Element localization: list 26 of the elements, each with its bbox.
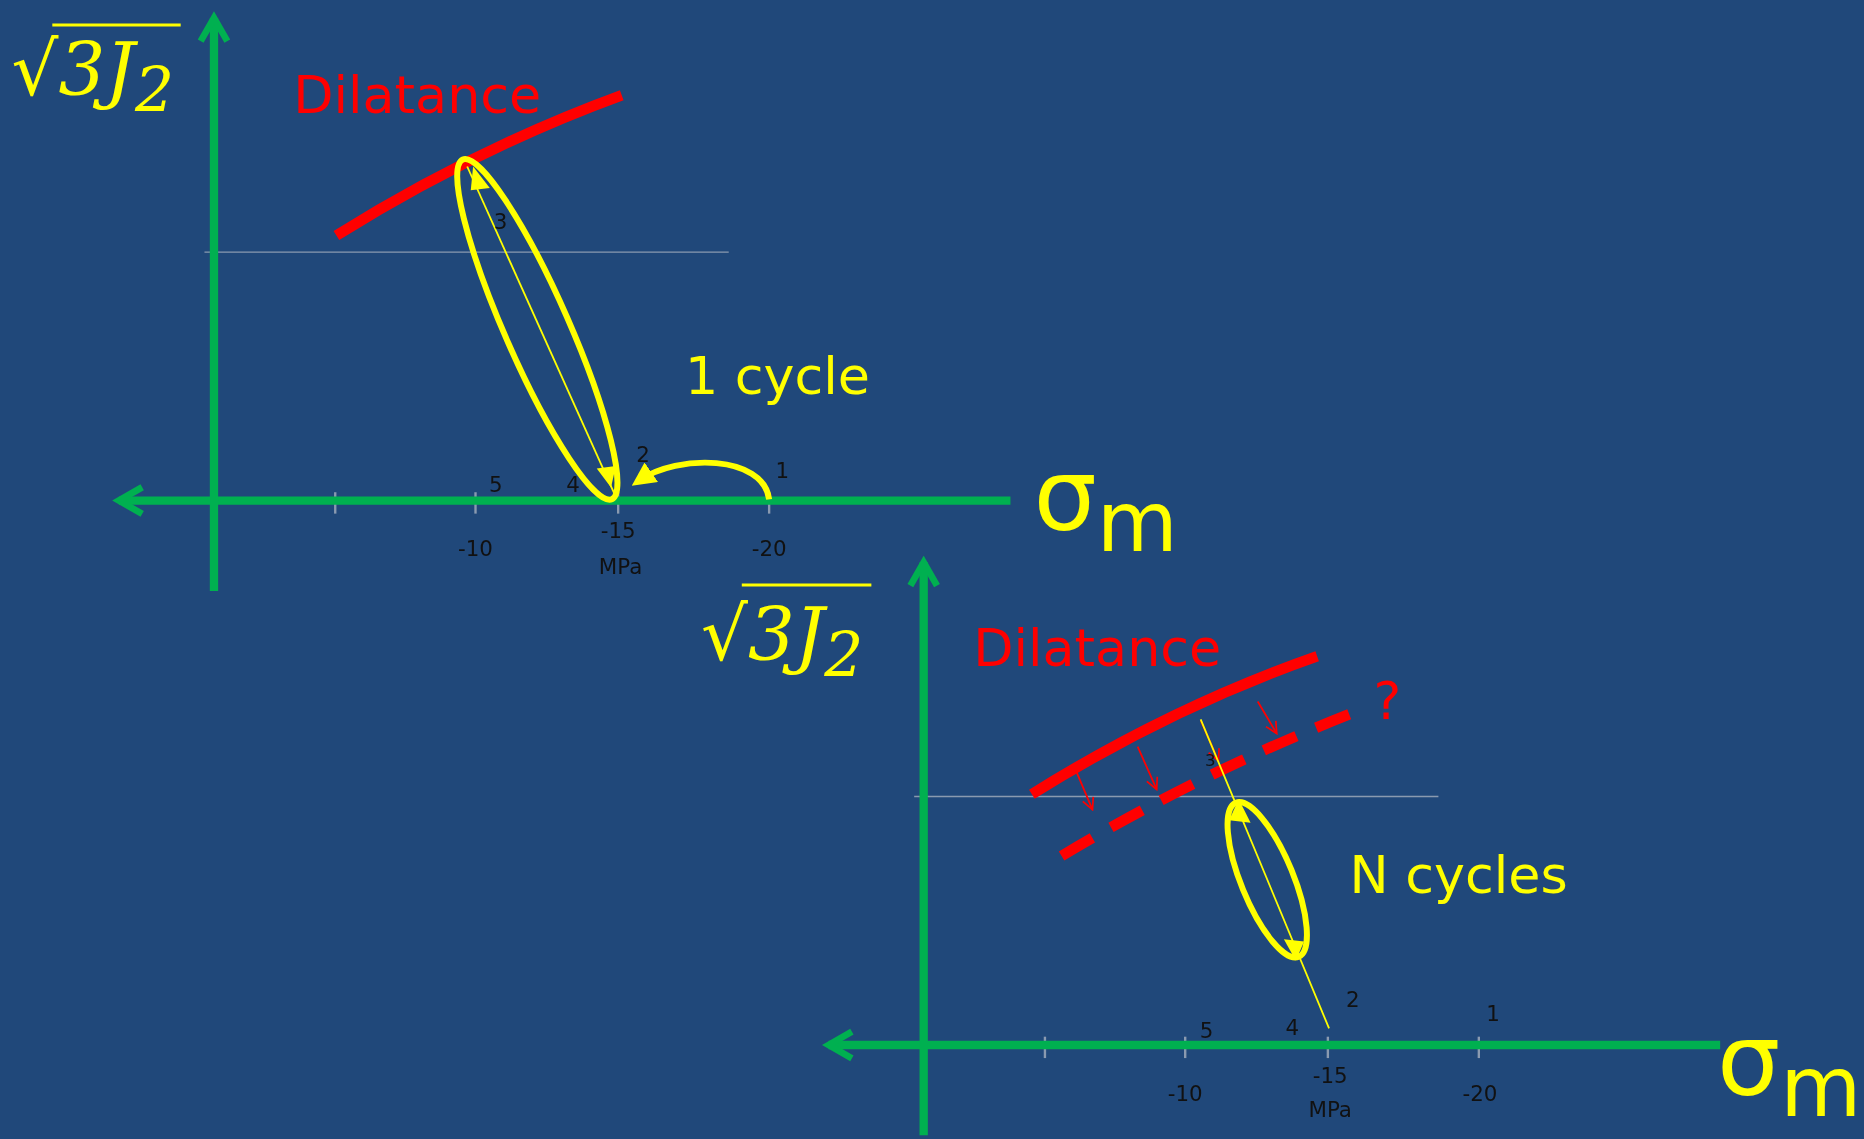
point-number: 1 <box>775 460 789 482</box>
annotation-text: N cycles <box>1349 848 1568 902</box>
curve-label: Dilatance <box>973 621 1222 675</box>
tick-label: -15 <box>600 520 636 543</box>
axis-label: σ$_{m}$ <box>1716 1010 1862 1129</box>
point-number: 4 <box>1285 1017 1299 1039</box>
point-number: 1 <box>1486 1003 1500 1025</box>
question-mark: ? <box>1373 675 1402 728</box>
axis-label: √3J$_{2}$ <box>11 33 174 121</box>
tick-label: -10 <box>458 538 493 560</box>
tick-label: -20 <box>751 538 787 560</box>
tick-label: -10 <box>1167 1083 1203 1105</box>
point-number: 2 <box>636 444 650 466</box>
axis-label: √3J$_{2}$ <box>700 598 864 686</box>
point-number: 3 <box>1204 752 1216 770</box>
tick-label: -20 <box>1462 1083 1498 1105</box>
axis-label: σ$_{m}$ <box>1033 446 1178 565</box>
point-number: 5 <box>488 474 503 496</box>
point-number: 4 <box>566 474 580 496</box>
point-number: 5 <box>1199 1019 1214 1042</box>
curve-label: Dilatance <box>293 68 542 122</box>
unit-label: MPa <box>1308 1099 1352 1121</box>
tick-label: -15 <box>1312 1065 1348 1087</box>
unit-label: MPa <box>598 556 643 578</box>
point-number: 3 <box>493 211 508 233</box>
point-number: 2 <box>1346 989 1360 1011</box>
